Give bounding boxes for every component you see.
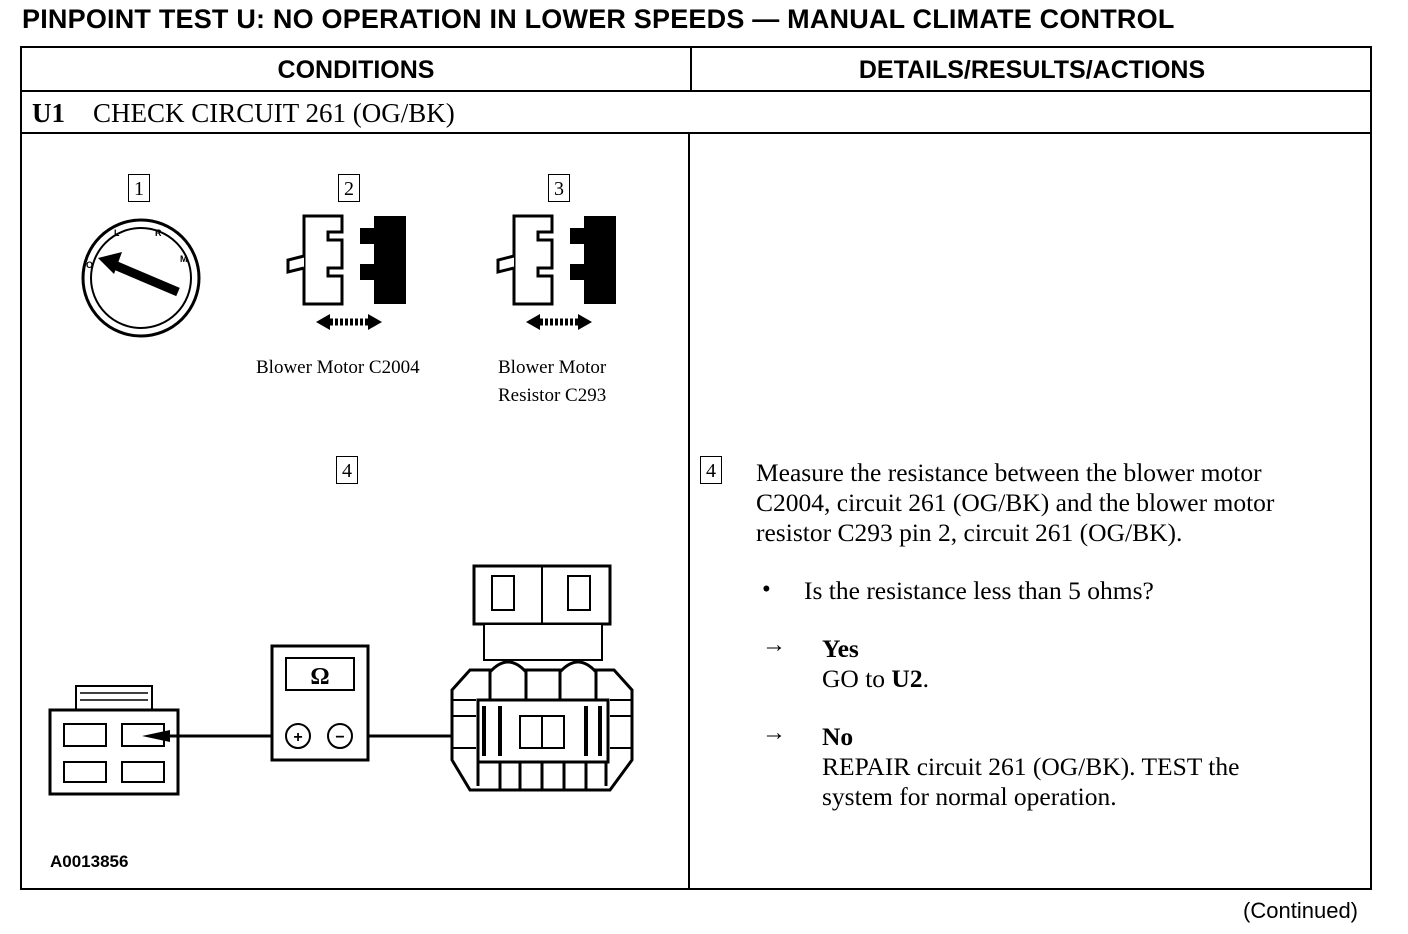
ignition-label-m: M — [180, 254, 188, 264]
instruction-line-1: Measure the resistance between the blowe… — [756, 458, 1262, 487]
step-heading: U1 CHECK CIRCUIT 261 (OG/BK) — [32, 98, 455, 129]
yes-label: Yes — [822, 634, 859, 663]
callout-1: 1 — [128, 174, 150, 202]
ohmmeter-icon: Ω + − — [168, 644, 500, 762]
callout-3: 3 — [548, 174, 570, 202]
figure-id: A0013856 — [50, 852, 129, 871]
yes-action-suffix: . — [922, 664, 929, 693]
callout-2: 2 — [338, 174, 360, 202]
header-rule — [22, 90, 1372, 92]
ignition-label-r: R — [155, 228, 162, 238]
instruction-line-3: resistor C293 pin 2, circuit 261 (OG/BK)… — [756, 518, 1183, 547]
page-title: PINPOINT TEST U: NO OPERATION IN LOWER S… — [22, 4, 1175, 34]
yes-arrow: → — [762, 632, 786, 658]
callout-4: 4 — [336, 456, 358, 484]
meter-ohm-symbol: Ω — [310, 664, 329, 690]
no-action-line-2: system for normal operation. — [822, 782, 1117, 811]
no-arrow: → — [762, 720, 786, 746]
yes-action-target: U2 — [891, 664, 923, 693]
caption-blower-motor-c2004: Blower Motor C2004 — [256, 357, 420, 378]
continued-note: (Continued) — [1243, 898, 1358, 923]
caption-resistor-c293-line2: Resistor C293 — [498, 385, 607, 406]
detail-instruction: Measure the resistance between the blowe… — [756, 458, 1274, 548]
detail-step-number: 4 — [700, 456, 722, 484]
conditions-header: CONDITIONS — [277, 56, 435, 84]
caption-resistor-c293-line1: Blower Motor — [498, 357, 607, 378]
question-text: Is the resistance less than 5 ohms? — [804, 576, 1154, 605]
no-label: No — [822, 722, 854, 751]
column-divider-lower — [688, 134, 690, 890]
ignition-label-o: O — [86, 260, 93, 270]
meter-plus-label: + — [293, 729, 302, 746]
details-header: DETAILS/RESULTS/ACTIONS — [858, 56, 1206, 84]
column-divider — [690, 48, 692, 92]
ignition-switch-icon: O L R M — [81, 218, 201, 338]
step-rule — [22, 132, 1372, 134]
instruction-line-2: C2004, circuit 261 (OG/BK) and the blowe… — [756, 488, 1275, 517]
pinpoint-table: CONDITIONS DETAILS/RESULTS/ACTIONS U1 CHE… — [20, 46, 1372, 890]
connector-c293-icon — [496, 214, 616, 330]
connector-c2004-icon — [286, 214, 406, 330]
step-id: U1 — [32, 98, 65, 128]
meter-minus-label: − — [335, 729, 344, 746]
step-label: CHECK CIRCUIT 261 (OG/BK) — [93, 98, 455, 128]
ignition-label-l: L — [114, 228, 120, 238]
blower-resistor-connector-icon — [450, 564, 634, 792]
yes-action-prefix: GO to — [822, 664, 892, 693]
yes-action: GO to U2. — [822, 664, 929, 694]
blower-motor-connector-icon — [48, 685, 180, 796]
no-action-line-1: REPAIR circuit 261 (OG/BK). TEST the — [822, 752, 1240, 781]
question-bullet: • — [762, 576, 771, 603]
